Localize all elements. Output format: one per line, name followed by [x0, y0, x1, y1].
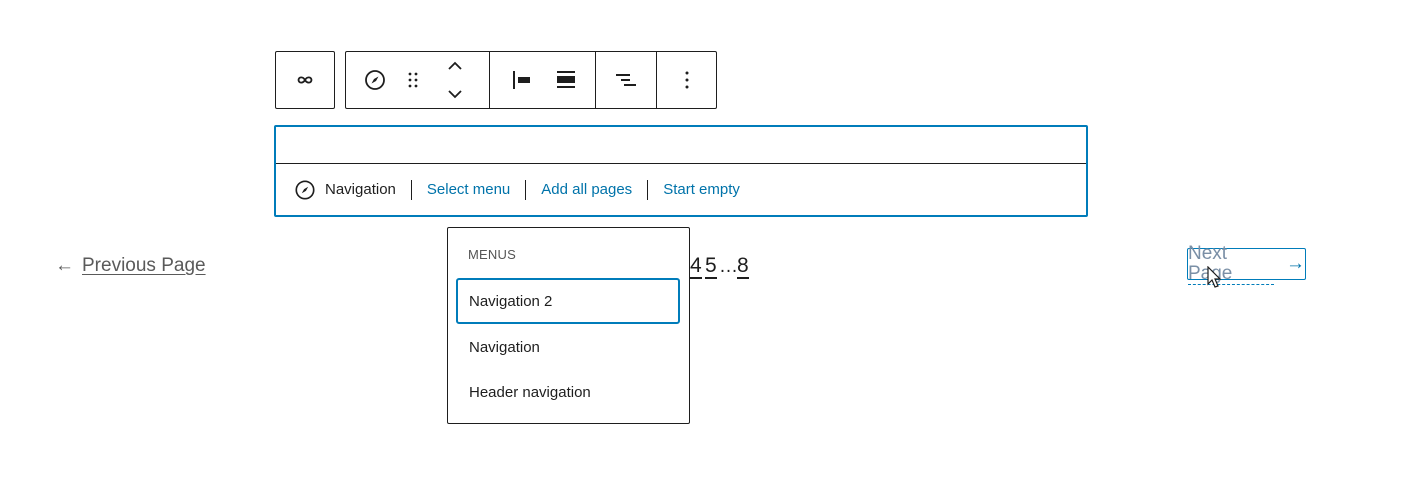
placeholder-title: Navigation [325, 181, 396, 198]
next-page-label: Next Page [1188, 243, 1274, 285]
compass-icon [365, 70, 385, 90]
select-menu-button[interactable]: Select menu [426, 181, 511, 198]
move-up-down-icon [448, 61, 462, 99]
drag-handle-icon [408, 72, 418, 88]
select-menu-dropdown: MENUS Navigation 2 Navigation Header nav… [447, 227, 690, 424]
justify-center-button[interactable] [544, 60, 588, 100]
more-vertical-icon [685, 71, 688, 89]
more-options-button[interactable] [667, 60, 707, 100]
next-page-link[interactable]: Next Page → [1187, 243, 1306, 285]
justify-center-icon [557, 71, 575, 88]
previous-page-label: Previous Page [82, 255, 206, 276]
arrow-left-icon: ← [55, 255, 74, 276]
link-icon [297, 76, 313, 84]
block-type-button[interactable] [355, 60, 395, 100]
page-number-4[interactable]: 4 [690, 254, 702, 279]
page-number-8[interactable]: 8 [737, 254, 749, 279]
menu-item-navigation[interactable]: Navigation [469, 338, 540, 356]
previous-page-link[interactable]: ← Previous Page [55, 255, 206, 277]
menu-heading: MENUS [468, 247, 516, 262]
navigation-placeholder[interactable]: Navigation Select menu Add all pages Sta… [274, 125, 1088, 217]
placeholder-controls: Navigation Select menu Add all pages Sta… [276, 163, 1086, 215]
orientation-icon [616, 74, 636, 86]
orientation-button[interactable] [606, 60, 646, 100]
toolbar-link-group [275, 51, 335, 109]
page-ellipsis: … [719, 256, 738, 277]
drag-handle[interactable] [395, 60, 431, 100]
placeholder-label: Navigation [294, 179, 396, 201]
mouse-cursor-icon [1207, 266, 1222, 288]
add-all-pages-button[interactable]: Add all pages [541, 181, 633, 198]
justify-left-icon [513, 71, 530, 89]
arrow-right-icon: → [1286, 253, 1305, 274]
move-up-down-button[interactable] [431, 56, 479, 104]
block-toolbar [345, 51, 717, 109]
link-button[interactable] [285, 60, 325, 100]
menu-item-navigation-2[interactable]: Navigation 2 [456, 278, 680, 324]
divider [410, 179, 412, 200]
start-empty-button[interactable]: Start empty [663, 181, 740, 198]
justify-left-button[interactable] [500, 60, 544, 100]
compass-icon [295, 179, 315, 200]
divider [525, 179, 527, 200]
menu-item-header-navigation[interactable]: Header navigation [469, 383, 591, 401]
page-number-5[interactable]: 5 [705, 254, 717, 279]
divider [647, 179, 649, 200]
